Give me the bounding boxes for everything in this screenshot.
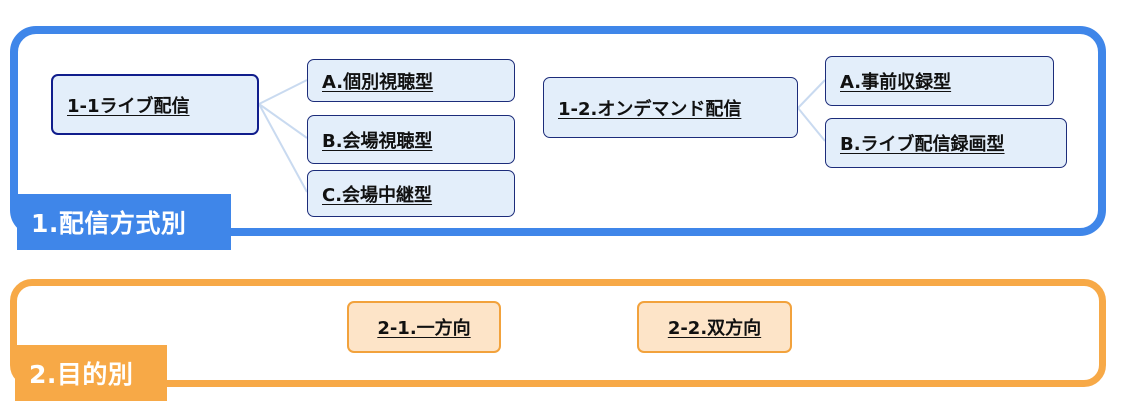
node-two-way[interactable]: 2-2.双方向 [637,301,792,353]
node-on-demand[interactable]: 1-2.オンデマンド配信 [543,77,798,138]
node-live-streaming[interactable]: 1-1ライブ配信 [51,74,259,135]
node-live-recording[interactable]: B.ライブ配信録画型 [825,118,1067,168]
node-one-way[interactable]: 2-1.一方向 [347,301,501,353]
node-individual-viewing[interactable]: A.個別視聴型 [307,59,515,102]
purpose-frame [10,279,1106,387]
delivery-method-label: 1.配信方式別 [17,194,231,250]
node-pre-recorded[interactable]: A.事前収録型 [825,56,1054,106]
node-venue-viewing[interactable]: B.会場視聴型 [307,115,515,164]
node-venue-relay[interactable]: C.会場中継型 [307,170,515,217]
purpose-label: 2.目的別 [15,345,167,401]
